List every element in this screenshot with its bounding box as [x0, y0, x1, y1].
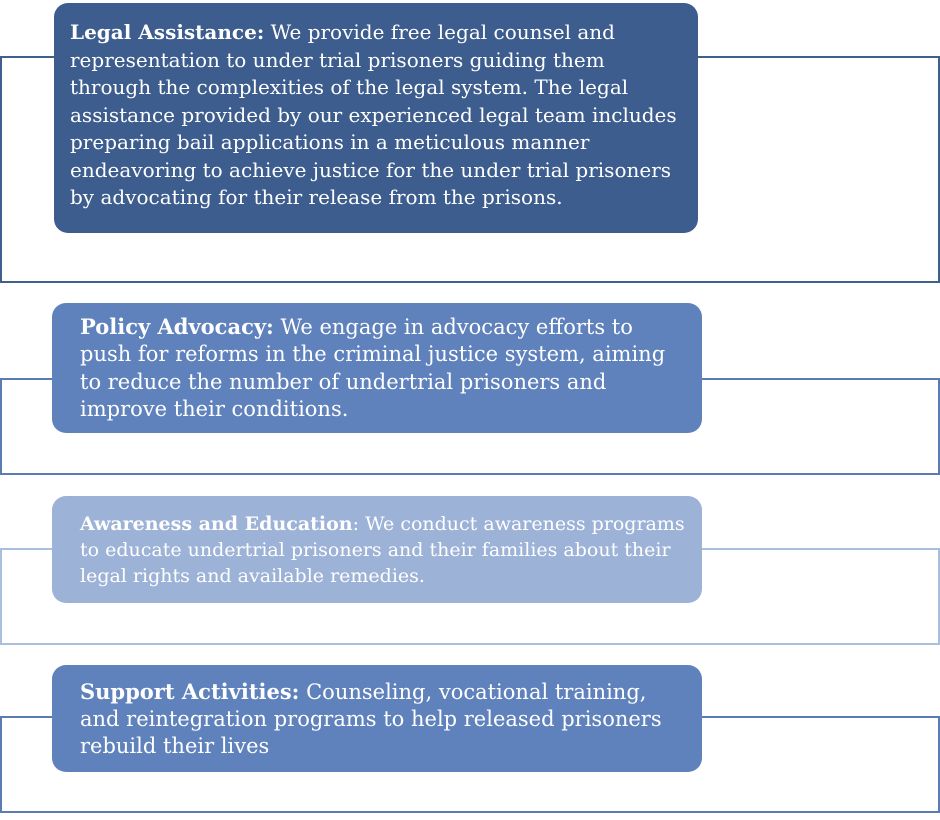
- policy-advocacy-paragraph: Policy Advocacy: We engage in advocacy e…: [80, 313, 686, 424]
- policy-advocacy-card: Policy Advocacy: We engage in advocacy e…: [52, 303, 702, 433]
- policy-advocacy-title: Policy Advocacy:: [80, 313, 274, 339]
- support-activities-paragraph: Support Activities: Counseling, vocation…: [80, 678, 686, 760]
- legal-assistance-paragraph: Legal Assistance: We provide free legal …: [70, 19, 682, 212]
- legal-assistance-title: Legal Assistance:: [70, 20, 265, 44]
- policy-advocacy-text: We engage in advocacy efforts to push fo…: [80, 314, 666, 422]
- awareness-education-text: : We conduct awareness programs to educa…: [80, 512, 685, 587]
- legal-assistance-card: Legal Assistance: We provide free legal …: [54, 3, 698, 233]
- awareness-education-card: Awareness and Education: We conduct awar…: [52, 496, 702, 603]
- legal-assistance-text: We provide free legal counsel and repres…: [70, 20, 677, 209]
- awareness-education-paragraph: Awareness and Education: We conduct awar…: [80, 511, 686, 589]
- awareness-education-title: Awareness and Education: [80, 512, 353, 535]
- support-activities-text: Counseling, vocational training, and rei…: [80, 679, 662, 758]
- support-activities-card: Support Activities: Counseling, vocation…: [52, 665, 702, 772]
- support-activities-title: Support Activities:: [80, 678, 300, 704]
